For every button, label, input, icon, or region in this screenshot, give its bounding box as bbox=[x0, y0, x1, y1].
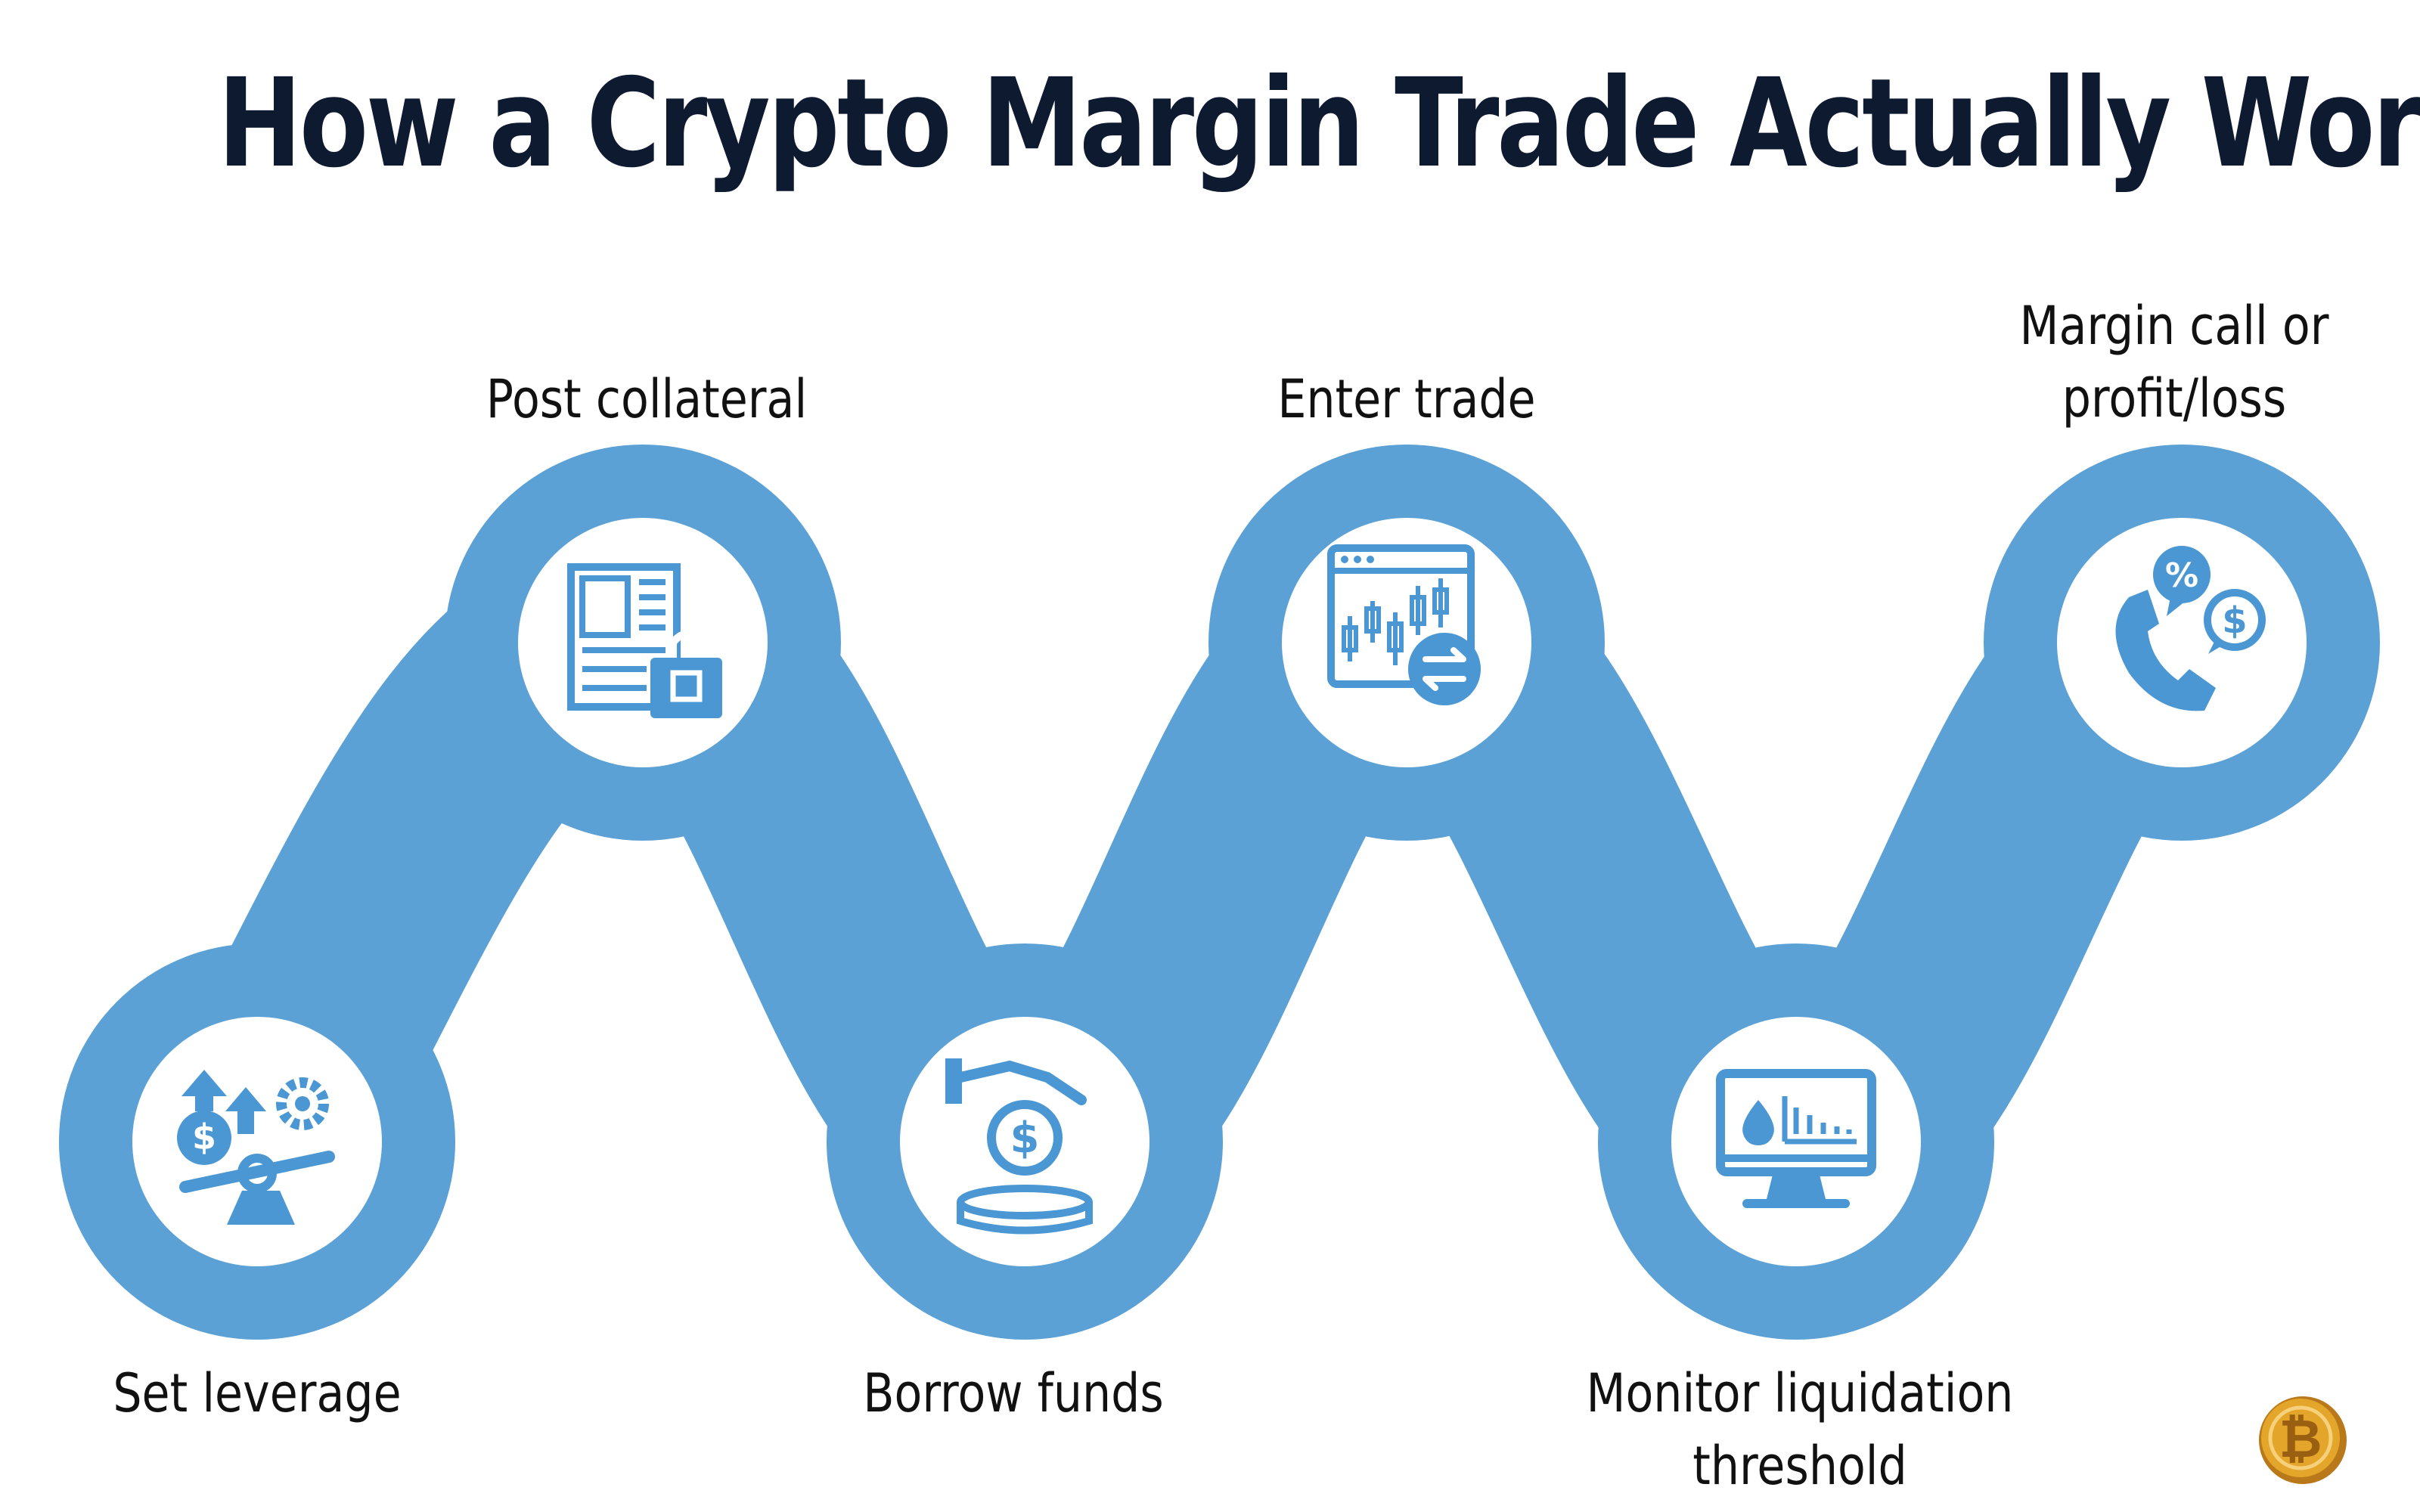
step-label-post-collateral: Post collateral bbox=[486, 368, 808, 430]
step-icon-circle-4 bbox=[1282, 518, 1531, 767]
step-label-monitor-liquidation: Monitor liquidation threshold bbox=[1586, 1362, 2014, 1497]
svg-text:$: $ bbox=[1010, 1114, 1040, 1163]
step-icon-circle-6 bbox=[2057, 518, 2307, 767]
step-label-margin-call: Margin call or profit/loss bbox=[2019, 295, 2329, 429]
page-title: How a Crypto Margin Trade Actually Works bbox=[218, 53, 2420, 195]
step-icon-circle-1 bbox=[132, 1017, 382, 1266]
hand-coin-icon: $ bbox=[945, 1058, 1093, 1235]
step-label-borrow-funds: Borrow funds bbox=[863, 1362, 1164, 1424]
phone-percent-dollar-icon: % $ bbox=[2115, 546, 2266, 711]
svg-text:$: $ bbox=[2222, 600, 2247, 642]
bitcoin-coin-icon: ₿ bbox=[2259, 1396, 2347, 1484]
step-label-set-leverage: Set leverage bbox=[113, 1362, 402, 1424]
step-icon-circle-2 bbox=[518, 518, 768, 767]
svg-text:$: $ bbox=[192, 1117, 216, 1157]
document-lock-icon bbox=[567, 563, 722, 718]
monitor-drop-chart-icon bbox=[1716, 1069, 1876, 1208]
leverage-scale-icon: $ bbox=[177, 1070, 335, 1225]
svg-text:₿: ₿ bbox=[2279, 1408, 2322, 1470]
step-label-enter-trade: Enter trade bbox=[1277, 368, 1536, 430]
candlestick-chart-icon bbox=[1327, 544, 1481, 705]
svg-text:%: % bbox=[2165, 556, 2198, 595]
